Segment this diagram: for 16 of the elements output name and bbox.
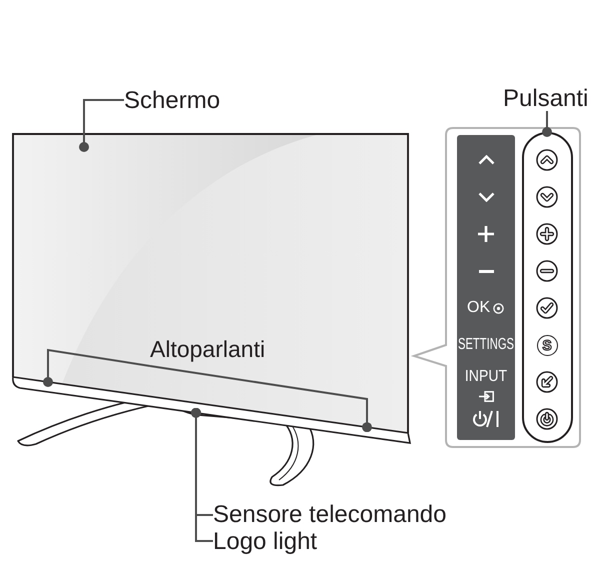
part-label: Logo light	[213, 530, 318, 554]
button-strip	[522, 132, 573, 443]
button-label: OK	[467, 299, 490, 317]
part-label: Altoparlanti	[150, 337, 266, 366]
part-label: Sensore telecomando	[213, 503, 446, 527]
part-label: Schermo	[124, 89, 220, 113]
round-button: S	[536, 334, 558, 356]
button-label: SETTINGS	[458, 336, 514, 354]
button-label: INPUT	[464, 368, 508, 386]
part-label: Pulsanti	[503, 87, 588, 111]
leader-line	[150, 365, 372, 432]
leader-line	[43, 348, 150, 387]
leader-line	[79, 99, 124, 152]
button-label-panel	[457, 135, 515, 440]
leader-line	[191, 408, 213, 542]
leader-line	[542, 111, 552, 137]
